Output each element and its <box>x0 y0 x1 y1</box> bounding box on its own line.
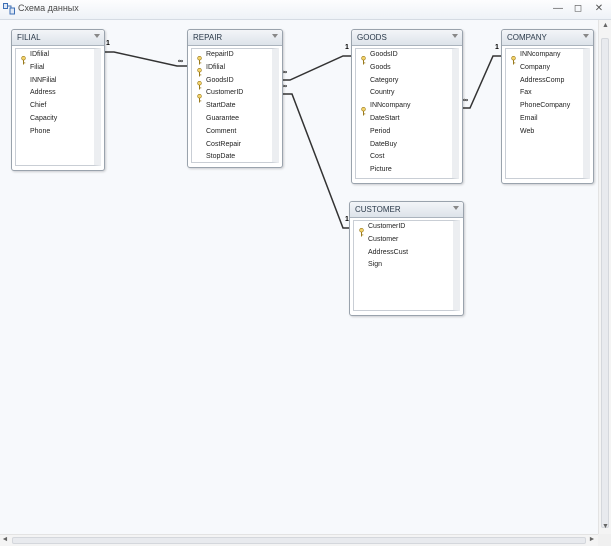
scroll-corner <box>598 534 611 546</box>
field-name[interactable]: StartDate <box>206 102 236 110</box>
field-name[interactable]: GoodsID <box>370 51 398 58</box>
field-name[interactable]: CostRepair <box>206 140 242 148</box>
field-name[interactable]: Capacity <box>30 115 58 122</box>
field-name[interactable]: Chief <box>30 102 47 110</box>
primary-key-icon <box>197 52 202 64</box>
field-name[interactable]: Comment <box>206 127 237 135</box>
scroll-up-icon[interactable]: ▲ <box>602 22 609 29</box>
field-name[interactable]: AddressComp <box>520 76 565 84</box>
field-name[interactable]: INNFilial <box>30 76 57 84</box>
scroll-left-icon[interactable]: ◄ <box>1 536 9 543</box>
primary-key-icon <box>361 52 366 64</box>
field-name[interactable]: Phone <box>30 127 51 135</box>
field-name[interactable]: CustomerID <box>206 89 244 97</box>
scroll-down-icon[interactable]: ▼ <box>602 523 609 530</box>
field-name[interactable]: Fax <box>520 89 532 97</box>
primary-key-icon <box>21 52 26 64</box>
restore-button[interactable]: ◻ <box>573 3 583 14</box>
table-title[interactable]: GOODS <box>352 30 462 46</box>
minimize-button[interactable]: — <box>553 3 563 14</box>
relationship-many-label: ∞ <box>463 97 468 104</box>
vertical-scroll-thumb[interactable] <box>601 38 609 528</box>
relationships-app-icon <box>3 3 15 15</box>
field-name[interactable]: Address <box>30 89 56 97</box>
table-title[interactable]: COMPANY <box>502 30 593 46</box>
horizontal-scroll-thumb[interactable] <box>12 537 586 544</box>
field-name[interactable]: GoodsID <box>206 76 234 84</box>
field-name[interactable]: Filial <box>30 63 45 71</box>
field-name[interactable]: Customer <box>368 235 399 243</box>
window-titlebar: Схема данных — ◻ ✕ <box>0 0 611 20</box>
window-title: Схема данных <box>18 3 79 13</box>
field-name[interactable]: PhoneCompany <box>520 102 571 110</box>
scroll-right-icon[interactable]: ► <box>588 536 596 543</box>
field-name[interactable]: IDfilial <box>206 63 226 71</box>
field-name[interactable]: Category <box>370 76 399 84</box>
field-name[interactable]: Guarantee <box>206 115 240 122</box>
primary-key-icon <box>197 64 202 77</box>
relationship-many-label: ∞ <box>282 69 287 76</box>
field-name[interactable]: Cost <box>370 153 385 161</box>
field-name[interactable]: CustomerID <box>368 223 406 230</box>
field-name[interactable]: Picture <box>370 166 392 174</box>
relationship-one-label: 1 <box>345 216 349 223</box>
primary-key-icon <box>361 103 366 116</box>
field-name[interactable]: RepairID <box>206 51 234 58</box>
relationship-one-label: 1 <box>495 44 499 51</box>
relationship-one-label: 1 <box>345 44 349 51</box>
primary-key-icon <box>359 224 364 236</box>
field-name[interactable]: Country <box>370 89 395 97</box>
field-name[interactable]: Sign <box>368 261 383 269</box>
close-button[interactable]: ✕ <box>594 3 604 14</box>
primary-key-icon <box>197 90 202 103</box>
field-name[interactable]: Period <box>370 127 391 135</box>
field-name[interactable]: INNcompany <box>520 51 561 58</box>
table-title[interactable]: FILIAL <box>12 30 104 46</box>
field-name[interactable]: AddressCust <box>368 248 409 256</box>
field-name[interactable]: IDfilial <box>30 51 50 58</box>
relationship-many-label: ∞ <box>282 83 287 90</box>
primary-key-icon <box>511 52 516 64</box>
table-title[interactable]: CUSTOMER <box>350 202 463 218</box>
field-name[interactable]: INNcompany <box>370 102 411 110</box>
table-title[interactable]: REPAIR <box>188 30 282 46</box>
field-name[interactable]: Company <box>520 63 550 71</box>
field-name[interactable]: Web <box>520 127 535 135</box>
field-name[interactable]: StopDate <box>206 153 236 161</box>
field-name[interactable]: Email <box>520 115 538 122</box>
relationship-one-label: 1 <box>106 40 110 47</box>
field-name[interactable]: DateStart <box>370 115 400 122</box>
field-name[interactable]: DateBuy <box>370 140 397 148</box>
relationship-many-label: ∞ <box>178 58 183 65</box>
primary-key-icon <box>197 77 202 90</box>
field-name[interactable]: Goods <box>370 63 391 71</box>
vertical-scrollbar[interactable]: ▲ ▼ <box>598 20 611 534</box>
horizontal-scrollbar[interactable]: ◄ ► <box>0 534 598 546</box>
